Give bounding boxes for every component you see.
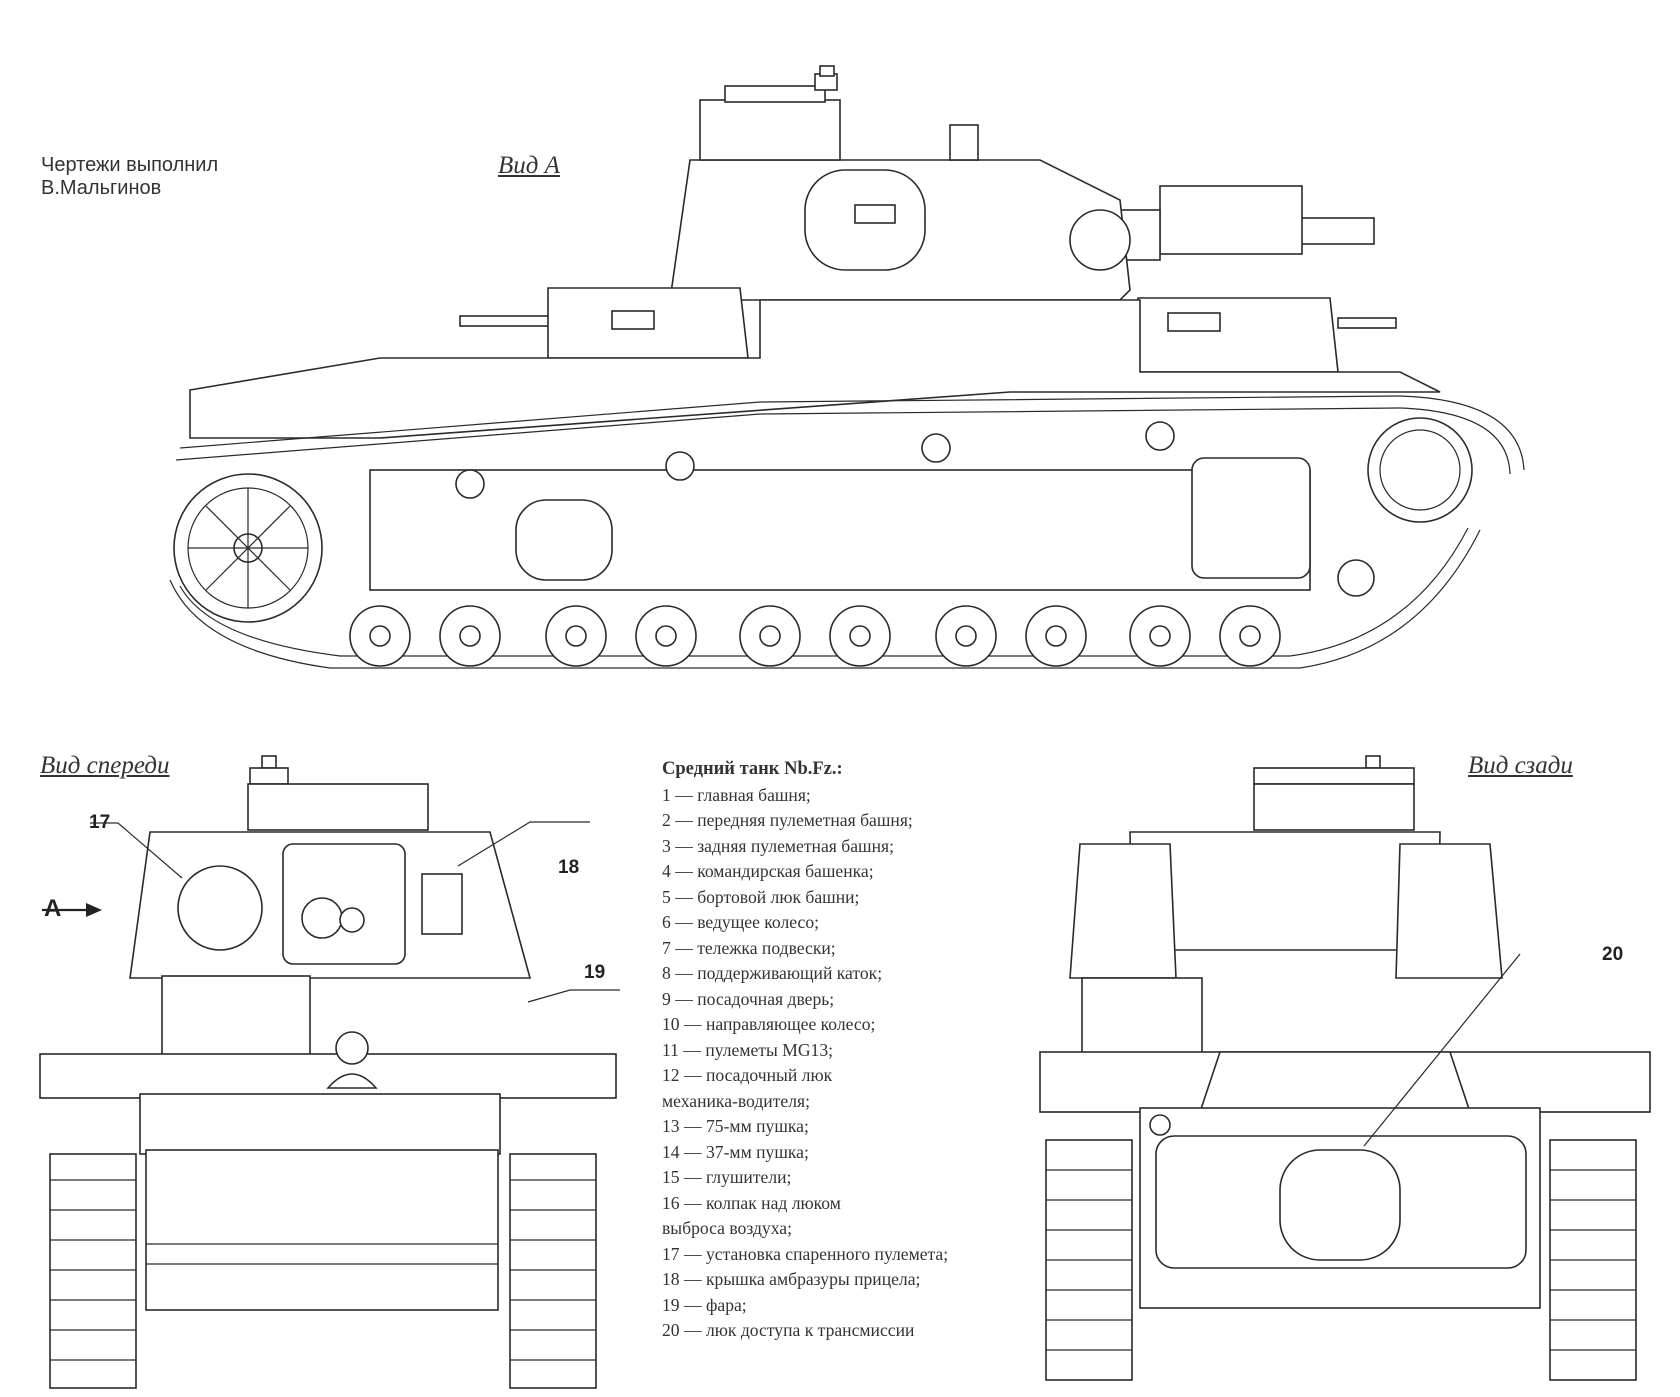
legend-item: 3 — задняя пулеметная башня; [662,835,894,856]
legend-item: 16 — колпак над люком [662,1192,841,1213]
legend-item: 9 — посадочная дверь; [662,988,835,1009]
legend-item: 14 — 37-мм пушка; [662,1141,809,1162]
legend-item: 17 — установка спаренного пулемета; [662,1243,949,1264]
direction-arrow-label: А [44,895,62,922]
credit-line-2: В.Мальгинов [41,177,162,199]
legend-item: 18 — крышка амбразуры прицела; [662,1269,921,1289]
legend-item: 7 — тележка подвески; [662,937,836,958]
legend-item: 4 — командирская башенка; [662,861,874,881]
rear-view-title: Вид сзади [1468,752,1573,779]
legend-item: 5 — бортовой люк башни; [662,886,860,907]
front-view-title: Вид спереди [40,752,170,779]
legend-item: 1 — главная башня; [662,784,811,805]
callout-18: 18 [558,857,580,878]
author-credit: Чертежи выполнил В.Мальгинов [41,154,218,200]
legend-items: 1 — главная башня; 2 — передняя пулеметна… [662,783,948,1344]
legend-item: выброса воздуха; [662,1218,792,1238]
rear-view-drawing [1039,755,1651,1381]
legend-item: 15 — глушители; [662,1167,792,1187]
callout-20: 20 [1602,944,1624,965]
legend-item: 8 — поддерживающий каток; [662,963,883,983]
front-view-drawing [39,755,620,1389]
legend-item: механика-водителя; [662,1090,810,1111]
callout-17: 17 [89,812,111,833]
legend-item: 19 — фара; [662,1294,747,1315]
legend: Средний танк Nb.Fz.: 1 — главная башня; 2… [662,757,948,1344]
legend-title: Средний танк Nb.Fz.: [662,759,843,779]
callout-19: 19 [584,962,606,983]
credit-line-1: Чертежи выполнил [41,154,219,176]
legend-item: 12 — посадочный люк [662,1065,833,1085]
legend-item: 10 — направляющее колесо; [662,1014,876,1034]
legend-item: 13 — 75-мм пушка; [662,1116,809,1136]
legend-item: 6 — ведущее колесо; [662,912,820,932]
side-view-title: Вид А [498,152,560,179]
legend-item: 2 — передняя пулеметная башня; [662,810,913,830]
legend-item: 20 — люк доступа к трансмиссии [662,1320,915,1340]
side-view-drawing [169,65,1525,669]
legend-item: 11 — пулеметы MG13; [662,1039,834,1060]
